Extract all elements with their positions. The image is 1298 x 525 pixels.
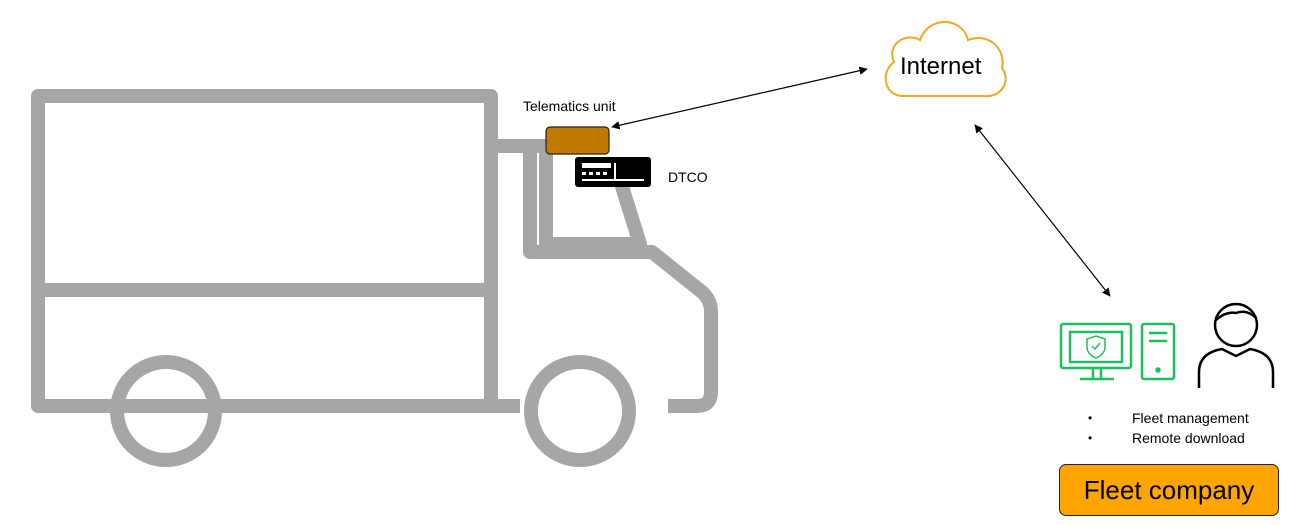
fleet-services-list: Fleet management Remote download [1088,408,1249,448]
truck-cab [491,139,718,413]
fleet-service-item: Remote download [1088,428,1249,448]
truck-outline-icon [31,89,718,467]
internet-label: Internet [900,53,982,80]
tachograph-icon [575,157,651,187]
telematics-internet-arrow [611,66,868,130]
truck-cargo-box [31,89,498,413]
telematics-unit-label: Telematics unit [523,98,616,114]
dtco-label: DTCO [668,169,708,185]
person-icon [1197,302,1275,388]
truck-window [530,139,647,251]
fleet-service-item: Fleet management [1088,408,1249,428]
truck-rear-wheel [110,355,222,467]
monitor-shield-icon [1059,322,1133,381]
truck-front-wheel [524,355,636,467]
internet-fleet-arrow [974,124,1111,297]
telematics-unit-icon [545,126,610,155]
cloud-icon [884,21,1007,98]
fleet-company-box: Fleet company [1059,464,1279,516]
pc-tower-icon [1140,322,1176,381]
